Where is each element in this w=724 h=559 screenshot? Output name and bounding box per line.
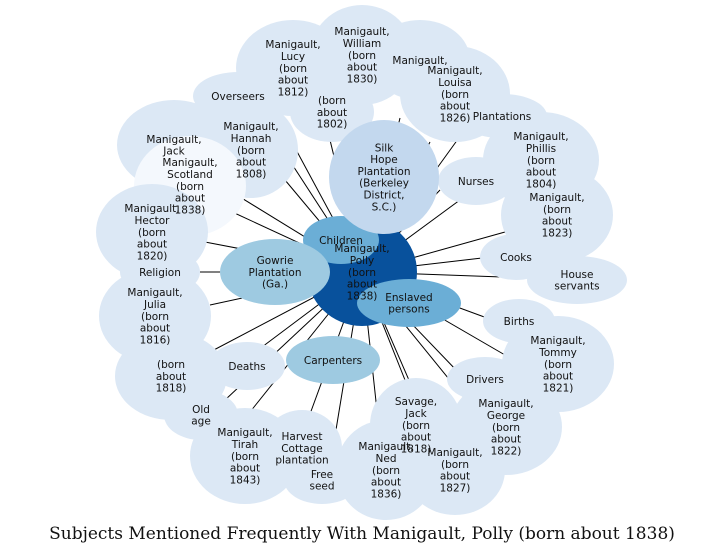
node-carpenters-label: Carpenters [304,355,362,367]
node-6-label: Plantations [473,111,531,123]
node-30[interactable] [336,420,436,520]
node-31[interactable] [405,425,505,515]
node-22-label: Deaths [228,361,265,373]
node-silk-hope-plantation[interactable] [329,120,439,234]
node-enslaved-persons[interactable] [357,279,461,327]
node-gowrie-plantation[interactable] [220,239,330,305]
node-16[interactable] [527,256,627,304]
node-17-label: Religion [139,267,181,279]
node-3-label: Manigault, [392,55,447,67]
node-children-label: Children [319,235,363,247]
node-19-label: Births [504,316,535,328]
bubbles [96,5,627,520]
node-8[interactable] [290,82,374,142]
node-23-label: Drivers [466,374,504,386]
node-10-label: Manigault,Jack [146,134,201,158]
node-22[interactable] [209,342,285,390]
diagram-caption: Subjects Mentioned Frequently With Manig… [49,524,675,544]
node-carpenters[interactable] [286,336,380,384]
node-15-label: Cooks [500,252,532,264]
node-12[interactable] [438,157,514,205]
node-5-label: Overseers [211,91,264,103]
node-12-label: Nurses [458,176,494,188]
